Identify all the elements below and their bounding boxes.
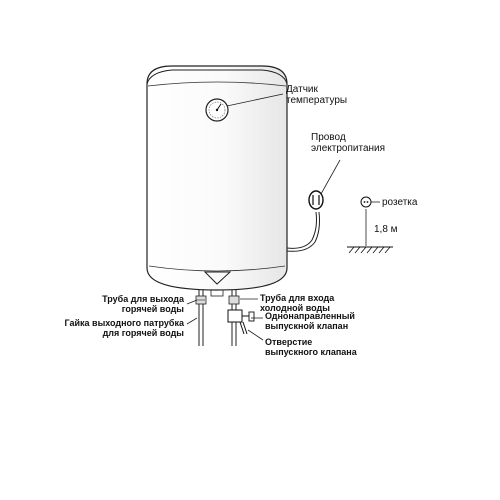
thermometer-icon xyxy=(205,98,229,122)
leader-lines xyxy=(186,93,380,341)
power-cord xyxy=(286,190,324,252)
water-heater-tank xyxy=(146,65,288,297)
floor-hatch xyxy=(347,246,393,254)
cold-water-pipe xyxy=(227,290,255,346)
socket-icon xyxy=(360,196,372,246)
socket-label: розетка xyxy=(382,197,418,208)
height-label: 1,8 м xyxy=(374,224,398,235)
hot-water-pipe xyxy=(195,290,207,346)
